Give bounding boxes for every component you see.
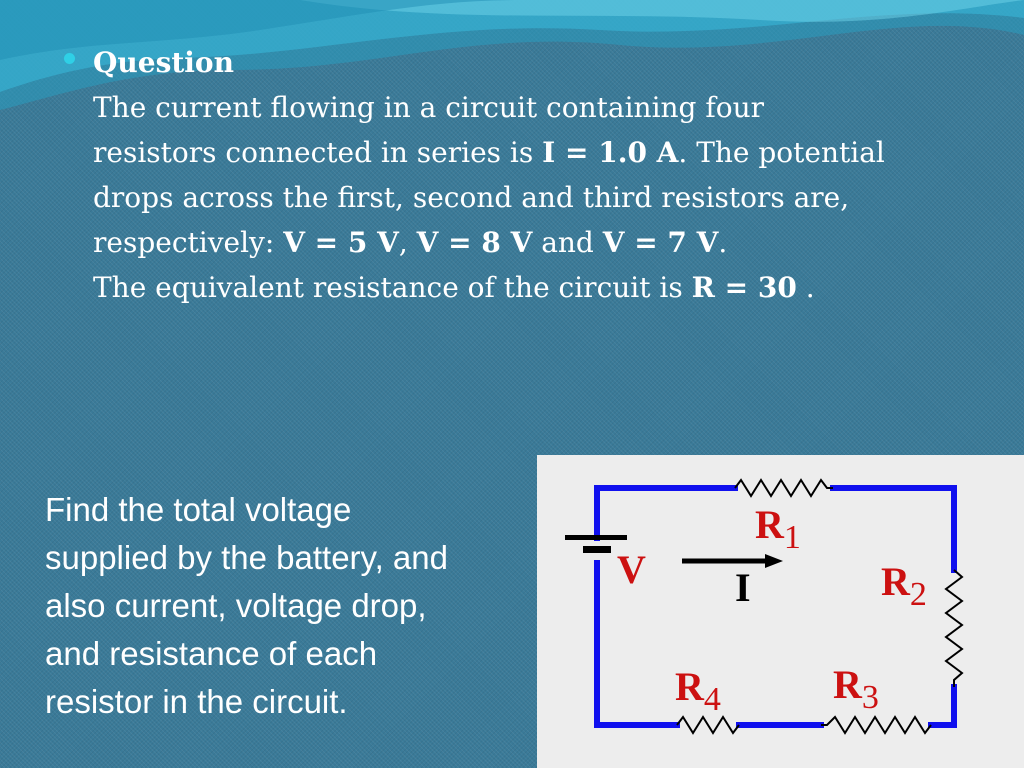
r1-label: R1 [755,502,801,556]
resistor-r2 [944,569,964,687]
r3-label: R3 [833,662,879,716]
r4-label: R4 [675,664,721,718]
r2-label: R2 [881,559,927,613]
battery-symbol [565,535,627,553]
task-line-4: and resistance of each [45,635,378,672]
decorative-waves [0,0,1024,110]
resistor-r3 [821,715,932,735]
task-text: Find the total voltage supplied by the b… [45,486,535,726]
resistor-r4 [676,715,740,735]
question-line-4: respectively: V = 5 V, V = 8 V and V = 7… [93,226,728,259]
circuit-wires [594,485,957,728]
question-text: Question The current flowing in a circui… [93,40,973,310]
current-label: I [735,565,751,610]
task-line-1: Find the total voltage [45,491,352,528]
question-line-5: The equivalent resistance of the circuit… [93,271,815,304]
task-line-3: also current, voltage drop, [45,587,427,624]
bullet-dot [64,53,75,64]
circuit-diagram-panel: V I R1 R2 R3 R4 [537,455,1024,768]
question-line-3: drops across the first, second and third… [93,181,850,214]
battery-label: V [617,547,646,592]
question-heading: Question [93,46,234,79]
question-line-2: resistors connected in series is I = 1.0… [93,136,885,169]
current-arrow [682,554,783,568]
task-line-5: resistor in the circuit. [45,683,348,720]
question-line-1: The current flowing in a circuit contain… [93,91,765,124]
task-line-2: supplied by the battery, and [45,539,448,576]
resistor-r1 [734,478,833,498]
circuit-diagram: V I R1 R2 R3 R4 [565,478,964,735]
